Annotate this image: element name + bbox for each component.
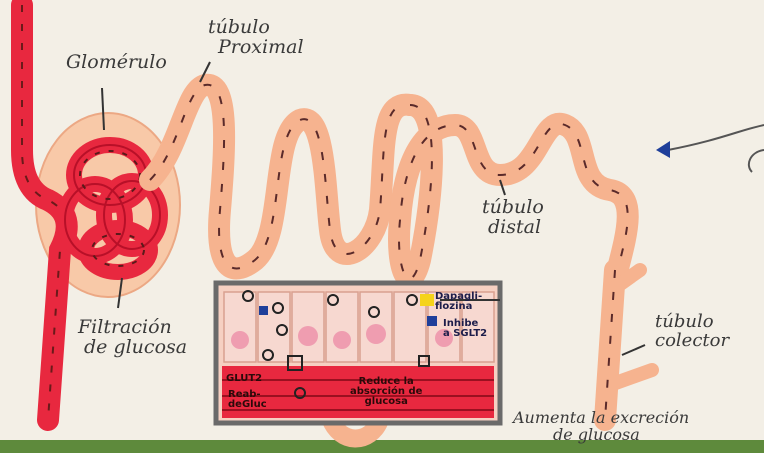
label-reduce-absorcion: Reduce la absorción de glucosa bbox=[350, 377, 422, 407]
sglt2-marker bbox=[259, 306, 268, 315]
label-glomerulo: Glomérulo bbox=[66, 53, 167, 73]
label-inhibe-line2: a SGLT2 bbox=[443, 329, 487, 339]
label-tubulo-distal-line2: distal bbox=[488, 218, 544, 238]
label-tubulo-colector-line2: colector bbox=[655, 332, 729, 351]
label-tubulo-distal-line1: túbulo bbox=[482, 198, 544, 218]
label-dapagliflozina: Dapagli- flozina bbox=[435, 292, 482, 312]
label-inhibe-sglt2: Inhibe a SGLT2 bbox=[443, 319, 487, 339]
label-tubulo-distal: túbulo distal bbox=[482, 198, 544, 238]
label-tubulo-proximal: túbulo Proximal bbox=[208, 18, 304, 58]
label-excrecion-line2: de glucosa bbox=[553, 427, 689, 444]
label-filtracion-line1: Filtración bbox=[78, 318, 187, 338]
label-reabs-line2: deGluc bbox=[228, 400, 267, 410]
label-filtracion: Filtración de glucosa bbox=[78, 318, 187, 358]
label-tubulo-colector: túbulo colector bbox=[655, 313, 729, 351]
sglt2-marker-blocked bbox=[427, 316, 437, 326]
label-tubulo-proximal-line1: túbulo bbox=[208, 18, 304, 38]
label-glut2: GLUT2 bbox=[226, 374, 262, 384]
label-reabsorcion: Reab- deGluc bbox=[228, 390, 267, 410]
label-tubulo-proximal-line2: Proximal bbox=[218, 38, 304, 58]
label-filtracion-line2: de glucosa bbox=[84, 338, 187, 358]
dapagliflozin-marker bbox=[420, 294, 434, 306]
label-dapagli-line2: flozina bbox=[435, 302, 482, 312]
label-excrecion: Aumenta la excreción de glucosa bbox=[513, 410, 689, 444]
label-reduce-line3: glucosa bbox=[350, 397, 422, 407]
